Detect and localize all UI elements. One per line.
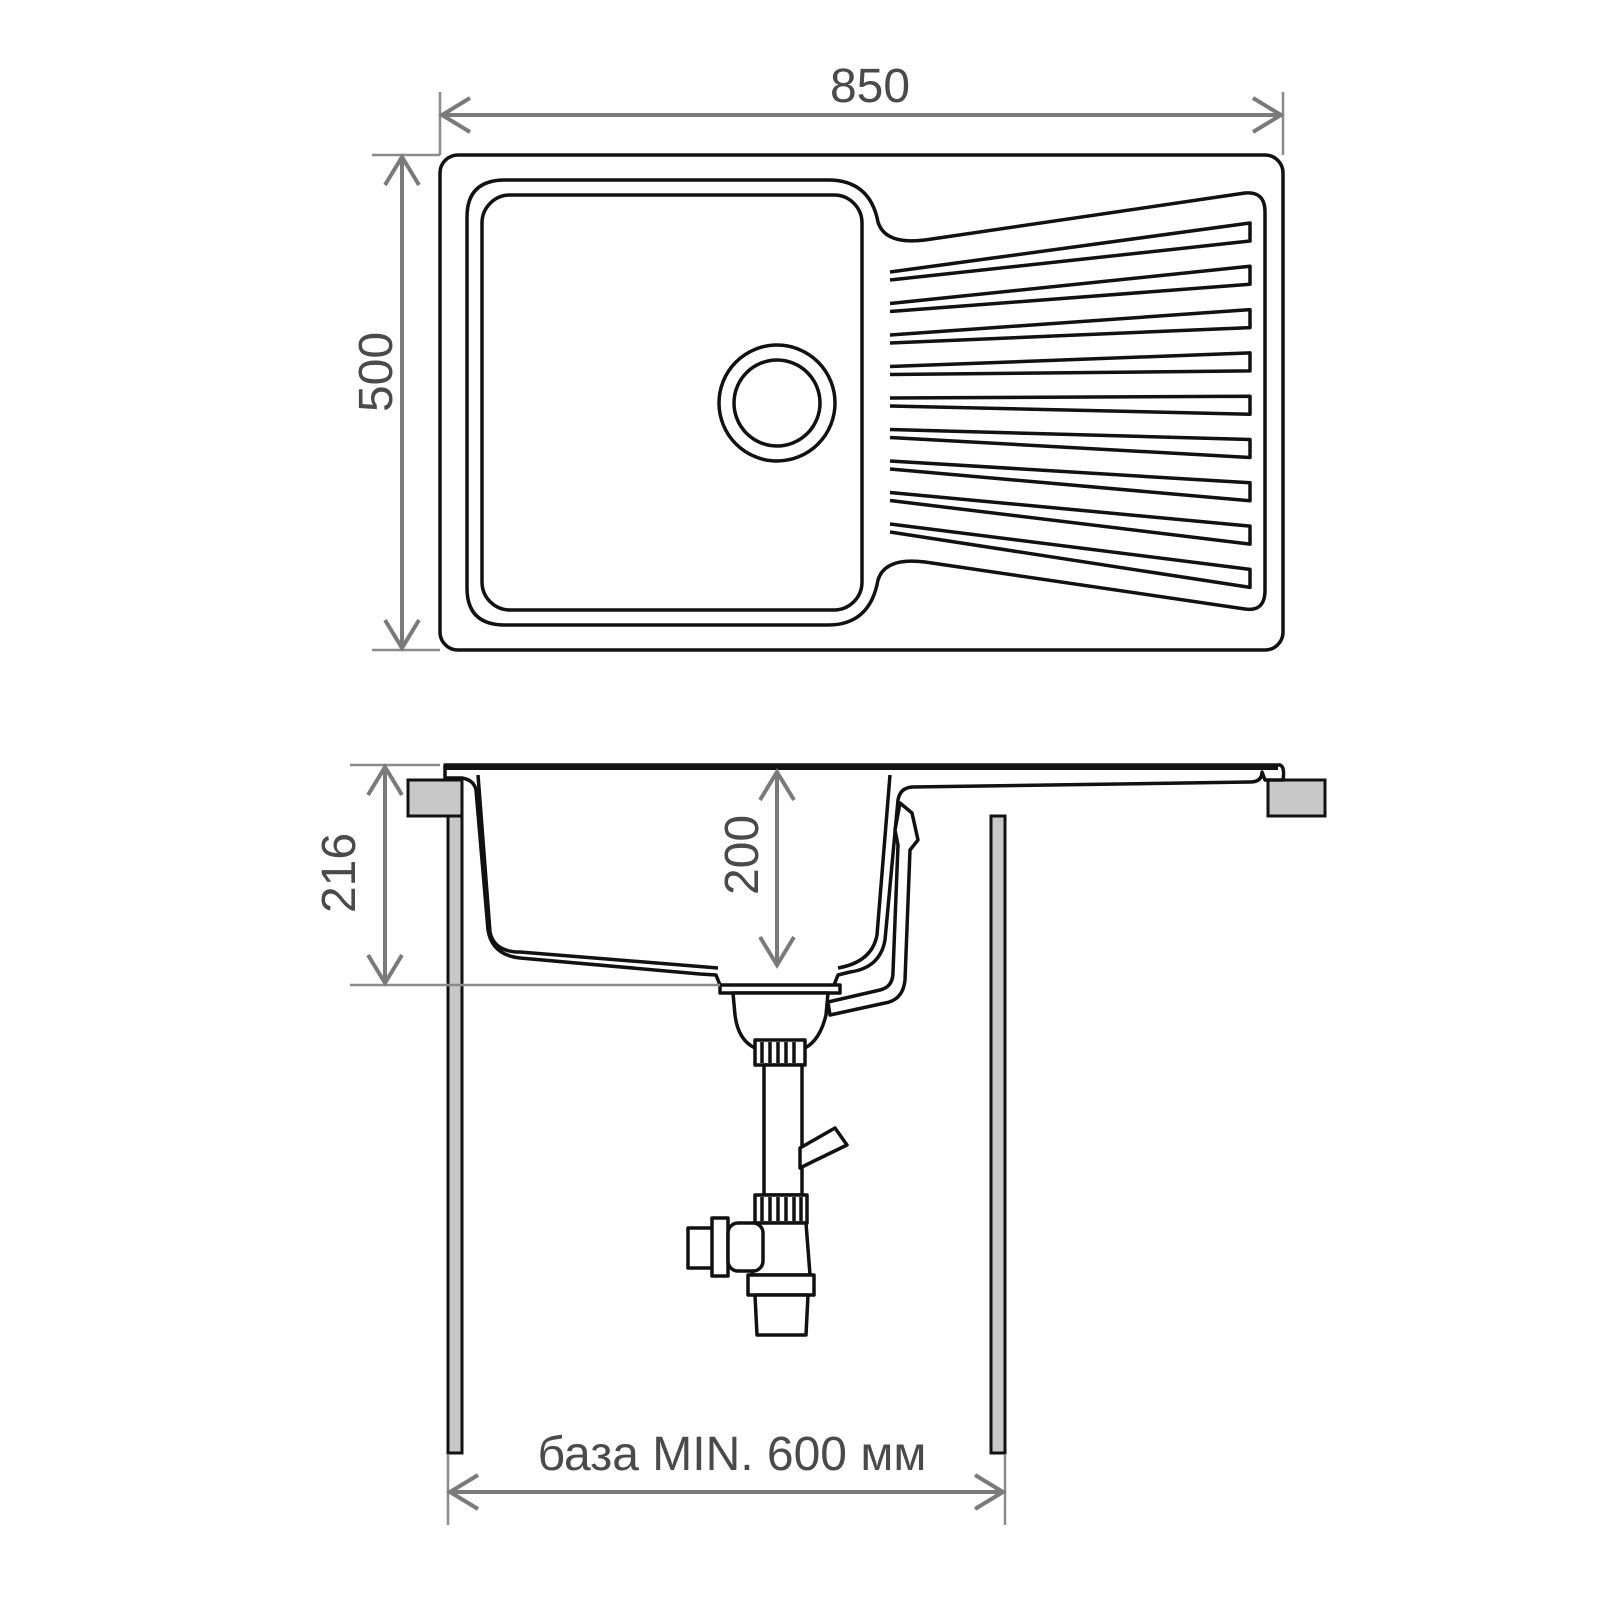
side-view: 216 200 база MIN. 600 мм <box>313 763 1327 1525</box>
total-depth-dimension: 216 <box>313 763 720 987</box>
bowl-and-drainboard-outline <box>465 178 1267 627</box>
drainboard-rib <box>889 427 1252 460</box>
left-cabinet-wall <box>446 814 464 1455</box>
right-support-block <box>1266 778 1327 818</box>
drainboard-rib <box>889 394 1252 416</box>
bowl-inner <box>480 193 864 612</box>
sink-outline <box>438 153 1285 652</box>
total-depth-label: 216 <box>313 833 366 913</box>
drain-siphon <box>686 983 849 1337</box>
bowl-depth-dimension: 200 <box>716 768 796 969</box>
drainboard-rib <box>889 459 1252 503</box>
top-view: 850 500 <box>350 60 1285 652</box>
right-cabinet-wall <box>989 814 1007 1455</box>
drainboard-rib <box>889 307 1252 345</box>
overflow-pipe <box>826 801 920 1017</box>
drainboard-ribs <box>889 221 1252 590</box>
drain-outer <box>717 343 837 463</box>
left-support-block <box>406 778 464 818</box>
width-dimension: 850 <box>438 60 1285 155</box>
depth-dimension: 500 <box>350 153 440 652</box>
sink-side-profile <box>443 763 1286 992</box>
drainboard-rib <box>889 264 1252 314</box>
drainboard-rib <box>889 490 1252 546</box>
drainboard-rib <box>889 221 1252 282</box>
bowl-depth-label: 200 <box>716 815 769 895</box>
base-dimension: база MIN. 600 мм <box>446 1428 1007 1525</box>
depth-label: 500 <box>350 332 403 412</box>
sink-inner-line <box>476 774 892 970</box>
drainboard-rib <box>889 522 1252 590</box>
base-label: база MIN. 600 мм <box>538 1428 927 1481</box>
width-label: 850 <box>830 60 910 113</box>
drainboard-rib <box>889 351 1252 377</box>
drain-inner <box>732 358 822 448</box>
